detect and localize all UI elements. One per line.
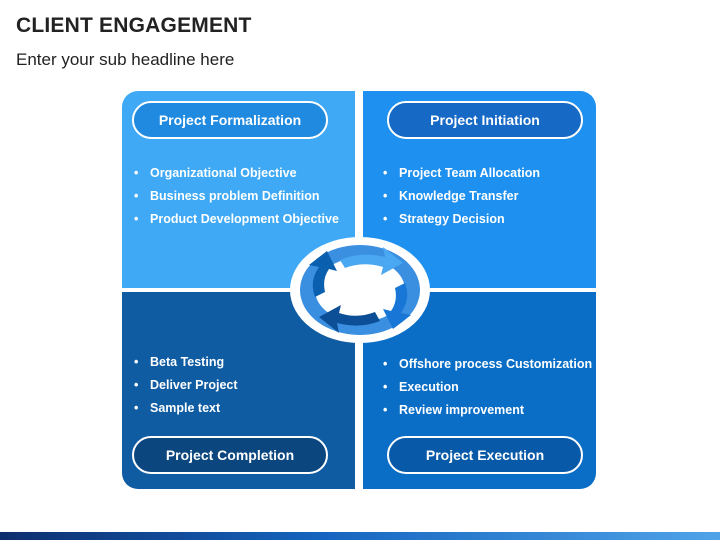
list-item: Product Development Objective (128, 211, 339, 234)
cycle-arrows-icon (290, 237, 430, 343)
list-item: Beta Testing (128, 354, 238, 377)
project-execution-bullets: Offshore process Customization Execution… (377, 356, 592, 425)
list-item: Strategy Decision (377, 211, 540, 234)
bottom-accent-bar (0, 532, 720, 540)
project-formalization-bullets: Organizational Objective Business proble… (128, 165, 339, 234)
project-completion-label: Project Completion (132, 436, 328, 474)
quadrant-project-initiation: Project Initiation Project Team Allocati… (363, 91, 596, 288)
project-completion-bullets: Beta Testing Deliver Project Sample text (128, 354, 238, 423)
list-item: Deliver Project (128, 377, 238, 400)
project-execution-label: Project Execution (387, 436, 583, 474)
list-item: Project Team Allocation (377, 165, 540, 188)
list-item: Business problem Definition (128, 188, 339, 211)
list-item: Sample text (128, 400, 238, 423)
project-initiation-label: Project Initiation (387, 101, 583, 139)
list-item: Offshore process Customization (377, 356, 592, 379)
quadrant-project-formalization: Project Formalization Organizational Obj… (122, 91, 355, 288)
list-item: Knowledge Transfer (377, 188, 540, 211)
list-item: Organizational Objective (128, 165, 339, 188)
project-formalization-label: Project Formalization (132, 101, 328, 139)
project-initiation-bullets: Project Team Allocation Knowledge Transf… (377, 165, 540, 234)
list-item: Review improvement (377, 402, 592, 425)
page-subtitle: Enter your sub headline here (16, 50, 235, 69)
page-title: CLIENT ENGAGEMENT (16, 14, 252, 37)
list-item: Execution (377, 379, 592, 402)
